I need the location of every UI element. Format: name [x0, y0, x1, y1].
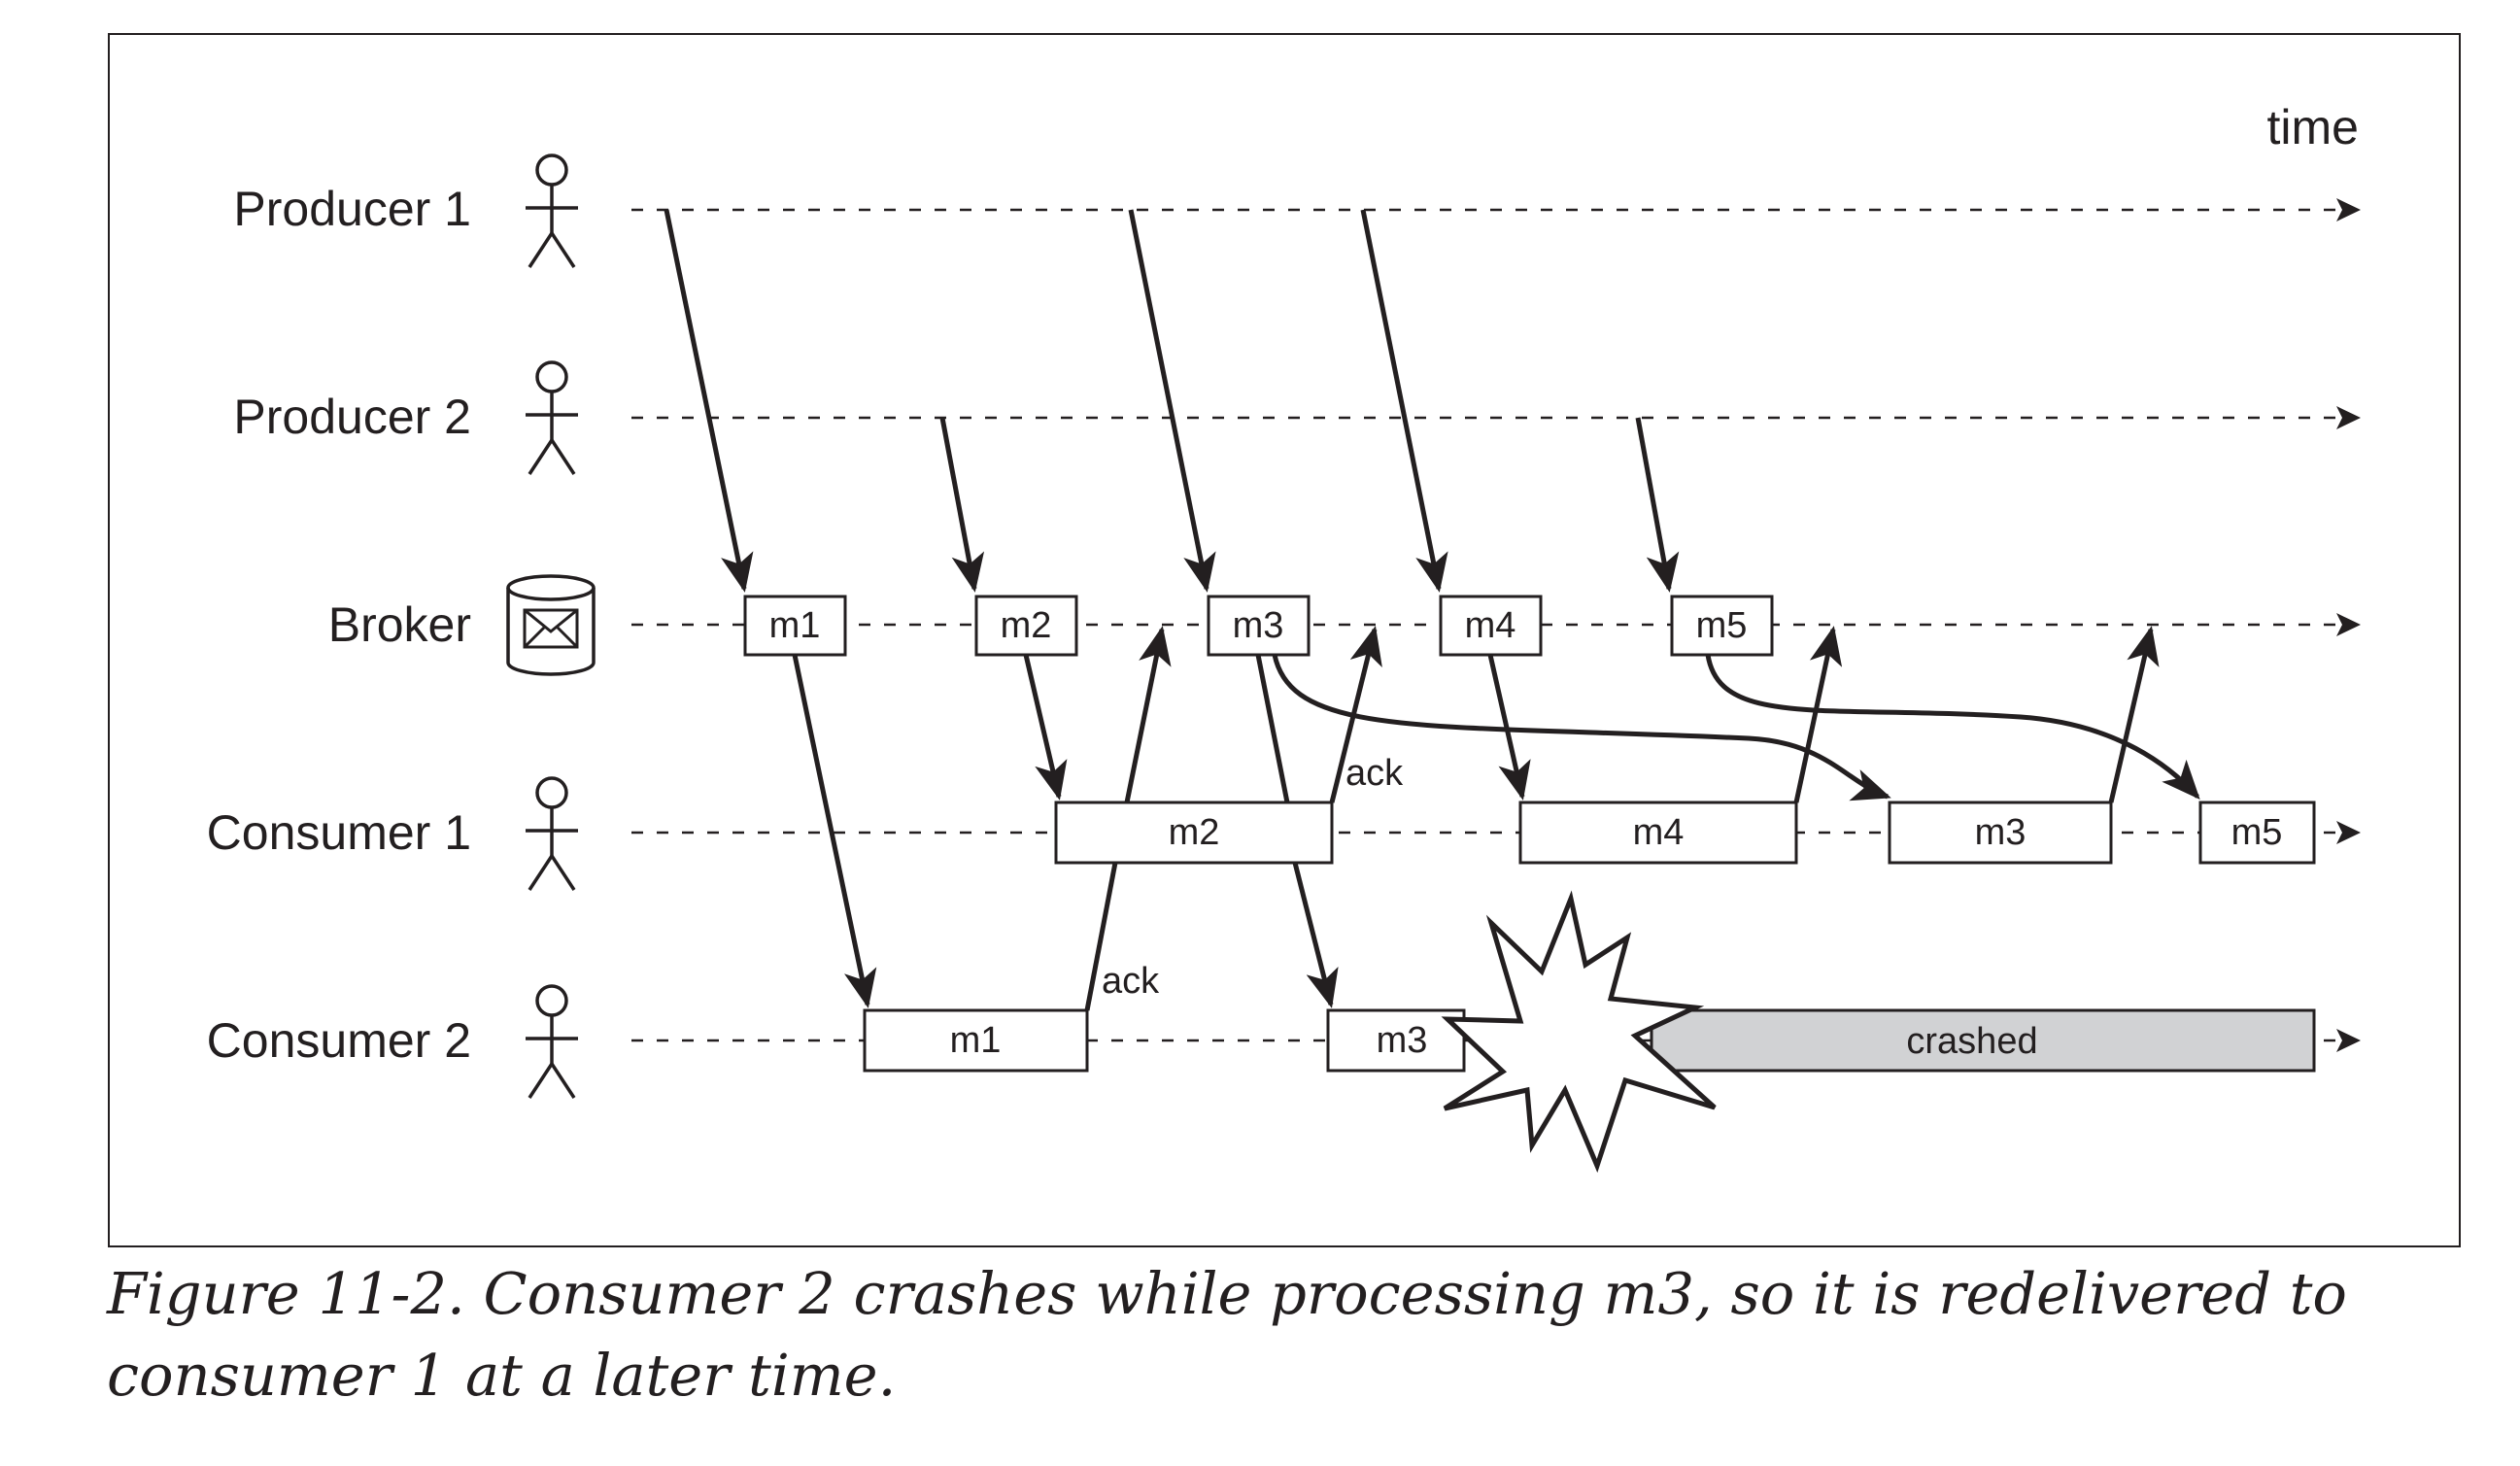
person-icon	[526, 776, 578, 891]
send-arrow	[1360, 209, 1448, 593]
ack-arrow	[1084, 862, 1118, 1011]
consumer-1-processing-box	[1054, 801, 1334, 865]
consumer-1-box-label: m3	[1975, 812, 2026, 853]
consumer-2-box-label: m1	[950, 1020, 1002, 1061]
person-icon	[526, 153, 578, 268]
broker-message-label: m4	[1465, 605, 1516, 646]
person-icon	[526, 984, 578, 1099]
send-arrow	[939, 417, 985, 593]
redeliver-arrow	[1272, 654, 1891, 801]
broker-message-label: m5	[1696, 605, 1748, 646]
person-icon	[526, 360, 578, 475]
deliver-arrow	[792, 654, 877, 1008]
figure-caption: Figure 11-2. Consumer 2 crashes while pr…	[107, 1260, 2347, 1409]
crashed-bar	[1650, 1008, 2316, 1073]
consumer-1-box-label: m5	[2231, 812, 2283, 853]
lane-label-producer-1: Producer 1	[233, 182, 471, 236]
consumer-1-box-label: m4	[1633, 812, 1685, 853]
ack-arrow	[1793, 626, 1843, 803]
lane-label-broker: Broker	[328, 597, 471, 652]
timeline-arrowhead	[2336, 198, 2361, 222]
deliver-arrow	[1487, 654, 1531, 801]
crash-explosion-icon	[1441, 890, 1717, 1174]
time-label: time	[2267, 100, 2359, 154]
send-arrow	[1128, 209, 1216, 593]
consumer-2-processing-box	[1326, 1008, 1466, 1073]
broker-message-box	[1207, 595, 1311, 657]
consumer-2-processing-box	[863, 1008, 1089, 1073]
broker-message-box	[1670, 595, 1774, 657]
ack-arrow	[1124, 626, 1172, 803]
lane-label-producer-2: Producer 2	[233, 390, 471, 444]
timeline-arrowhead	[2336, 821, 2361, 844]
broker-message-label: m2	[1001, 605, 1052, 646]
broker-message-box	[1439, 595, 1543, 657]
consumer-1-box-label: m2	[1169, 812, 1220, 853]
broker-message-label: m1	[769, 605, 821, 646]
consumer-1-processing-box	[1518, 801, 1798, 865]
deliver-arrow	[1292, 862, 1339, 1008]
broker-message-box	[974, 595, 1078, 657]
crashed-label: crashed	[1906, 1021, 2037, 1062]
consumer-1-processing-box	[2198, 801, 2316, 865]
ack-arrow	[2108, 626, 2160, 803]
broker-message-label: m3	[1233, 605, 1284, 646]
timeline-arrowhead	[2336, 406, 2361, 429]
send-arrow	[664, 209, 754, 593]
deliver-arrow	[1023, 654, 1068, 801]
diagram-frame	[108, 33, 2461, 1247]
lane-label-consumer-2: Consumer 2	[207, 1013, 471, 1068]
ack-label: ack	[1102, 961, 1160, 1002]
lane-label-consumer-1: Consumer 1	[207, 805, 471, 860]
send-arrow	[1635, 417, 1680, 593]
redeliver-arrow	[1705, 654, 2200, 800]
deliver-arrow	[1255, 654, 1290, 803]
ack-label: ack	[1345, 753, 1404, 794]
timeline-arrowhead	[2336, 1029, 2361, 1052]
timeline-arrowhead	[2336, 613, 2361, 636]
consumer-2-box-label: m3	[1377, 1020, 1428, 1061]
consumer-1-processing-box	[1888, 801, 2113, 865]
broker-message-box	[743, 595, 847, 657]
mail-database-icon	[506, 574, 596, 676]
